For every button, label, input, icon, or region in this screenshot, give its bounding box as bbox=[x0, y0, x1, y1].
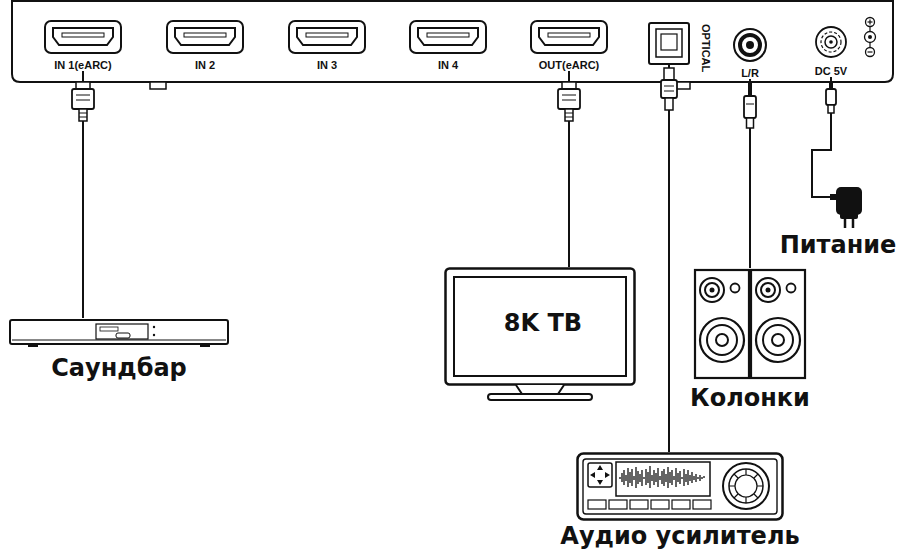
port-label: IN 2 bbox=[162, 59, 248, 71]
power-adapter-art bbox=[808, 183, 868, 229]
device-label: Питание bbox=[776, 231, 900, 259]
hdmi-port-art bbox=[530, 20, 608, 56]
port-label: IN 3 bbox=[284, 59, 370, 71]
speakers-device-art bbox=[693, 268, 807, 380]
optical-port: OPTICAL bbox=[648, 22, 690, 65]
port-label: OUT(eARC) bbox=[526, 59, 612, 71]
cable-line bbox=[668, 65, 670, 452]
optical-port-art bbox=[648, 22, 690, 65]
power-socket: DC 5V bbox=[801, 24, 861, 77]
hdmi-port: IN 4 bbox=[405, 20, 491, 71]
power-socket-art bbox=[811, 24, 851, 62]
port-label: DC 5V bbox=[801, 65, 861, 77]
audio-jack-art bbox=[730, 26, 770, 64]
hdmi-port-art bbox=[166, 20, 244, 56]
hdmi-port: IN 2 bbox=[162, 20, 248, 71]
device-label: Саундбар bbox=[5, 354, 233, 382]
hdmi-port: IN 1(eARC) bbox=[40, 20, 126, 71]
hdmi-port-art bbox=[44, 20, 122, 56]
port-label: IN 4 bbox=[405, 59, 491, 71]
hdmi-port-art bbox=[288, 20, 366, 56]
hdmi-port: IN 3 bbox=[284, 20, 370, 71]
amplifier-device-art bbox=[576, 452, 784, 522]
tv-device: 8K TB bbox=[444, 267, 642, 401]
port-label: L/R bbox=[723, 67, 777, 79]
amplifier-device: Аудио усилитель bbox=[552, 452, 808, 550]
speakers-device: Колонки bbox=[682, 268, 818, 412]
hdmi-port-art bbox=[409, 20, 487, 56]
hdmi-port: OUT(eARC) bbox=[526, 20, 612, 71]
port-label: OPTICAL bbox=[700, 24, 712, 72]
power-adapter: Питание bbox=[776, 183, 900, 259]
device-label: 8K TB bbox=[444, 309, 642, 337]
soundbar-device-art bbox=[8, 318, 230, 348]
port-label: IN 1(eARC) bbox=[40, 59, 126, 71]
audio-jack: L/R bbox=[723, 26, 777, 79]
device-label: Аудио усилитель bbox=[552, 522, 808, 550]
device-label: Колонки bbox=[682, 384, 818, 412]
soundbar-device: Саундбар bbox=[5, 318, 233, 382]
